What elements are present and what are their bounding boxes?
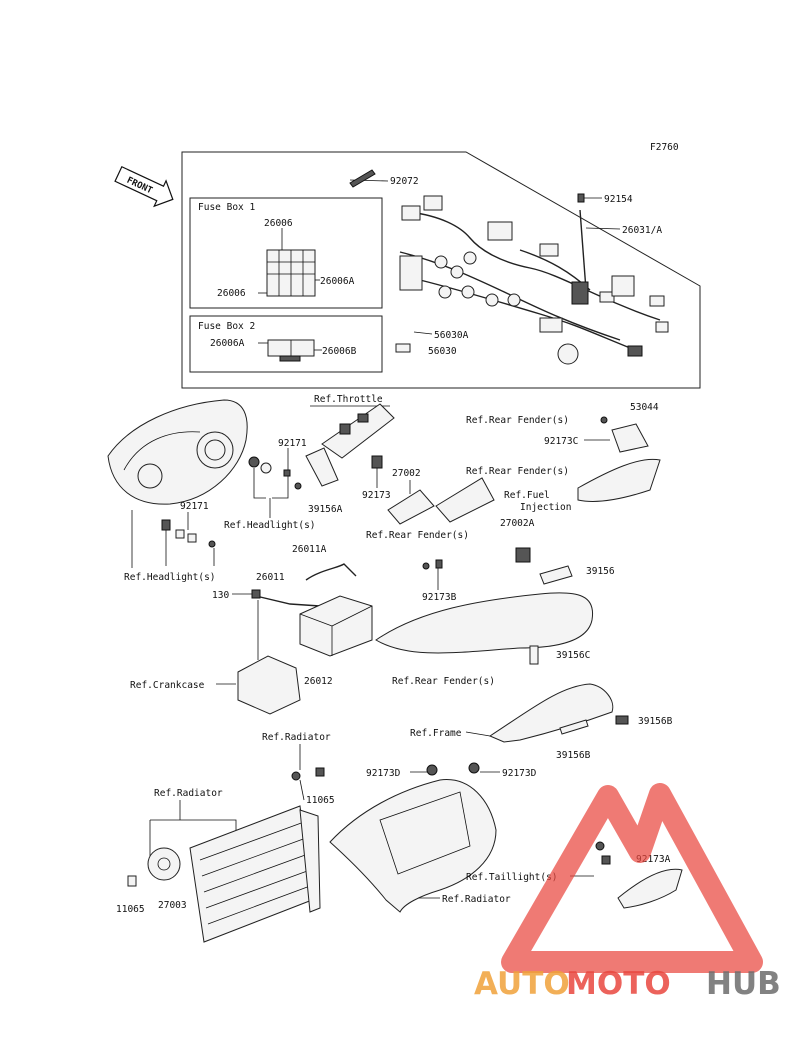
radiator-core bbox=[189, 805, 321, 943]
headlight-assembly bbox=[107, 399, 248, 505]
label-ref-rear-fender-4: Ref.Rear Fender(s) bbox=[392, 676, 495, 687]
label-53044: 53044 bbox=[630, 402, 659, 413]
rear-fender-main bbox=[375, 592, 594, 654]
watermark-logo bbox=[501, 783, 763, 973]
sensor-92173 bbox=[371, 455, 383, 469]
label-26012: 26012 bbox=[304, 676, 333, 687]
label-ref-fuel-2: Injection bbox=[520, 502, 571, 513]
part-39156a-shape bbox=[305, 447, 339, 487]
label-39156a: 39156A bbox=[308, 504, 343, 515]
fuse-box-1-label-26006-left: 26006 bbox=[217, 288, 246, 299]
ecu-fuel-injection bbox=[435, 477, 495, 523]
label-130: 130 bbox=[212, 590, 229, 601]
diagram-code: F2760 bbox=[650, 142, 679, 153]
label-56030: 56030 bbox=[428, 346, 457, 357]
label-ref-radiator-1: Ref.Radiator bbox=[262, 732, 331, 743]
label-92173d-b: 92173D bbox=[502, 768, 537, 779]
label-26011: 26011 bbox=[256, 572, 285, 583]
fuse-box-2-label-26006a: 26006A bbox=[210, 338, 245, 349]
label-39156: 39156 bbox=[586, 566, 615, 577]
label-ref-fuel-1: Ref.Fuel bbox=[504, 490, 550, 501]
label-ref-crankcase: Ref.Crankcase bbox=[130, 680, 205, 691]
label-ref-headlight-1: Ref.Headlight(s) bbox=[224, 520, 316, 531]
label-11065-b: 11065 bbox=[116, 904, 145, 915]
fuse-box-1-label-26006a: 26006A bbox=[320, 276, 355, 287]
label-27003: 27003 bbox=[158, 900, 187, 911]
rear-fender-piece-top bbox=[577, 458, 661, 503]
watermark-text-moto: MOTO bbox=[566, 966, 671, 1002]
fuse-box-1-label-26006-top: 26006 bbox=[264, 218, 293, 229]
label-ref-frame: Ref.Frame bbox=[410, 728, 462, 739]
label-92072: 92072 bbox=[390, 176, 419, 187]
label-ref-headlight-2: Ref.Headlight(s) bbox=[124, 572, 216, 583]
ecu-27002 bbox=[387, 489, 435, 525]
label-ref-rear-fender-3: Ref.Rear Fender(s) bbox=[366, 530, 469, 541]
label-92173b: 92173B bbox=[422, 592, 457, 603]
label-92171-a: 92171 bbox=[278, 438, 307, 449]
label-39156b-a: 39156B bbox=[638, 716, 673, 727]
fuse-box-2-frame bbox=[189, 315, 383, 373]
throttle-body bbox=[321, 403, 395, 459]
label-ref-taillight: Ref.Taillight(s) bbox=[466, 872, 558, 883]
watermark-text-auto: AUTO bbox=[474, 966, 570, 1002]
label-92173c: 92173C bbox=[544, 436, 578, 447]
fuse-box-2-label-26006b: 26006B bbox=[322, 346, 357, 357]
label-39156b-b: 39156B bbox=[556, 750, 591, 761]
side-shroud bbox=[329, 779, 497, 913]
bracket-53044 bbox=[611, 423, 649, 453]
label-27002a: 27002A bbox=[500, 518, 535, 529]
fuse-box-2-title: Fuse Box 2 bbox=[198, 321, 255, 332]
front-arrow-icon: FRONT bbox=[114, 165, 174, 208]
relay-27002a bbox=[515, 547, 531, 563]
harness-frame bbox=[181, 151, 701, 389]
pad-39156 bbox=[539, 565, 573, 585]
crankcase-part bbox=[237, 655, 301, 715]
fuse-block-2 bbox=[258, 339, 322, 362]
fan-27003 bbox=[147, 847, 181, 881]
pad-39156c bbox=[529, 645, 539, 665]
label-11065-a: 11065 bbox=[306, 795, 335, 806]
tail-frame-piece bbox=[488, 683, 614, 743]
label-92173a: 92173A bbox=[636, 854, 671, 865]
label-92154: 92154 bbox=[604, 194, 633, 205]
label-ref-radiator-2: Ref.Radiator bbox=[154, 788, 223, 799]
fuse-block-1 bbox=[258, 228, 320, 297]
fuse-box-1-frame bbox=[189, 197, 383, 309]
label-56030a: 56030A bbox=[434, 330, 469, 341]
wiring-harness bbox=[399, 195, 669, 365]
label-92171-b: 92171 bbox=[180, 501, 209, 512]
label-27002: 27002 bbox=[392, 468, 421, 479]
label-ref-radiator-3: Ref.Radiator bbox=[442, 894, 511, 905]
label-ref-rear-fender-1: Ref.Rear Fender(s) bbox=[466, 415, 569, 426]
label-ref-throttle: Ref.Throttle bbox=[314, 394, 383, 405]
clip-56030 bbox=[395, 343, 411, 353]
label-92173d-a: 92173D bbox=[366, 768, 401, 779]
label-39156c: 39156C bbox=[556, 650, 590, 661]
label-26031: 26031/A bbox=[622, 225, 662, 236]
fuse-box-1-title: Fuse Box 1 bbox=[198, 202, 255, 213]
label-92173: 92173 bbox=[362, 490, 391, 501]
label-26011a: 26011A bbox=[292, 544, 327, 555]
taillight-part bbox=[617, 868, 683, 909]
label-ref-rear-fender-2: Ref.Rear Fender(s) bbox=[466, 466, 569, 477]
battery-26012 bbox=[299, 595, 373, 657]
watermark-text-hub: HUB bbox=[706, 966, 781, 1002]
